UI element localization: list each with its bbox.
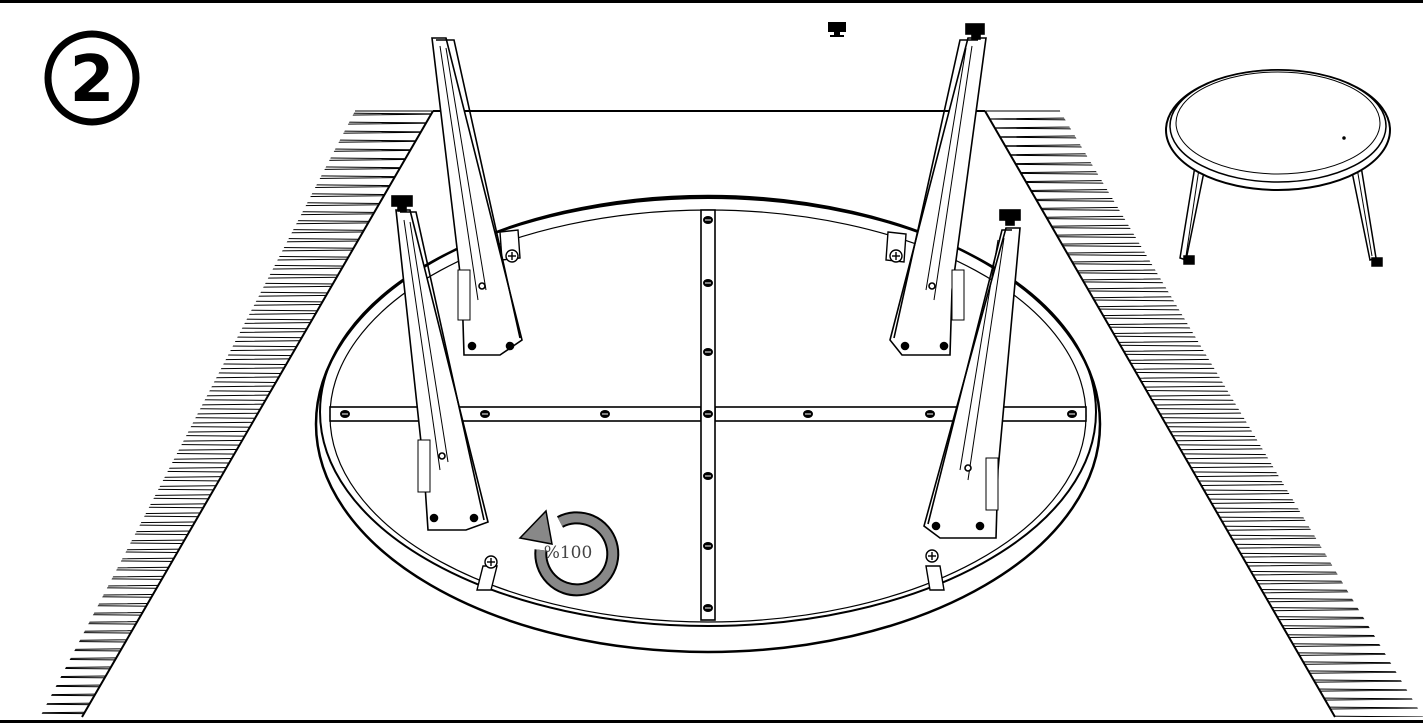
tighten-rotation-icon: %100 — [518, 509, 620, 597]
svg-text:2: 2 — [70, 43, 115, 117]
table-leg-back-right — [889, 23, 987, 356]
table-leg-front-right — [923, 209, 1021, 539]
rug-outline — [81, 110, 1336, 718]
table-leg-back-left — [431, 37, 523, 356]
finished-table-thumbnail — [1165, 69, 1391, 267]
screw-set — [340, 216, 1077, 612]
foot-cap-icon — [828, 22, 846, 37]
rotation-percent-label: %100 — [544, 543, 593, 563]
step-number-badge: 2 ② — [44, 30, 140, 126]
corner-brackets — [476, 229, 945, 591]
table-leg-front-left — [391, 195, 489, 531]
